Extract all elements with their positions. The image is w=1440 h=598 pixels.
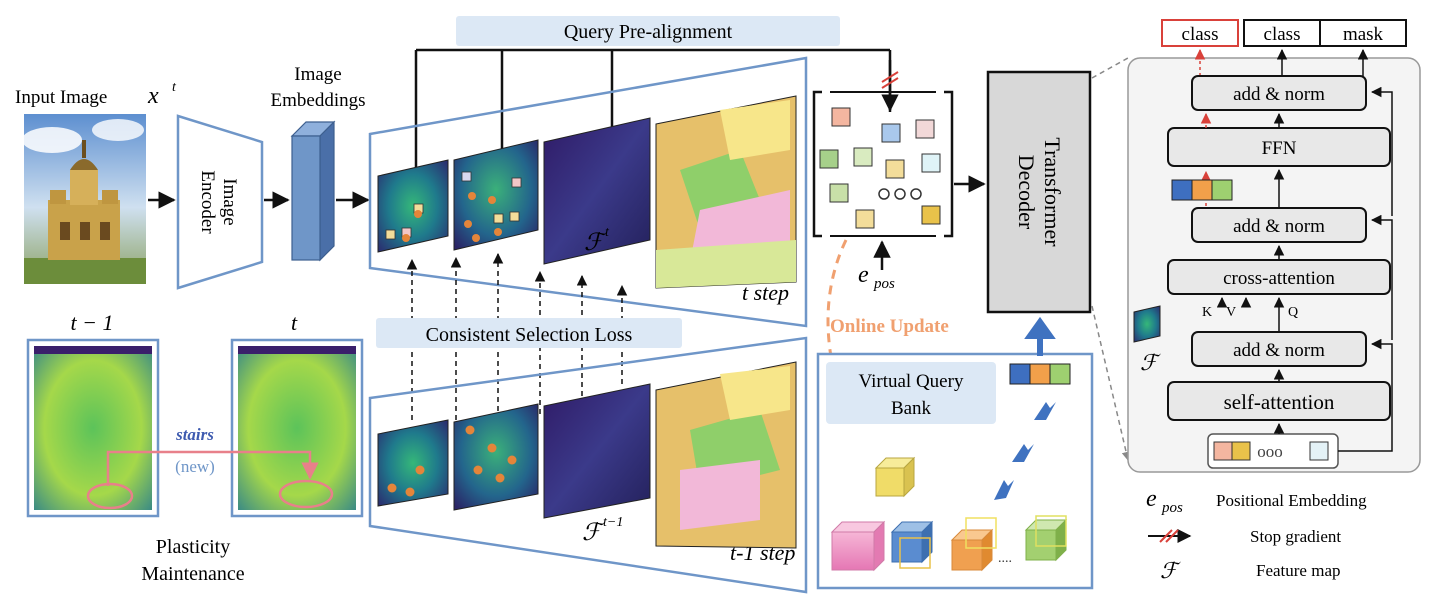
t1-step-frame <box>368 336 808 594</box>
stop-gradient-mark <box>881 71 899 89</box>
zoom-line-top <box>1091 57 1129 79</box>
query-set <box>812 90 954 238</box>
epos-sub: pos <box>873 276 895 292</box>
output-mask: mask <box>1343 24 1384 45</box>
plasticity-left-label: t − 1 <box>71 310 114 335</box>
plasticity-map-left <box>26 338 160 518</box>
plasticity-map-right <box>230 338 364 518</box>
image-encoder-line1: Image <box>219 178 240 225</box>
feature-t-math: ℱ <box>584 230 607 256</box>
prealignment-connectors <box>414 48 892 168</box>
query-label: Q <box>1288 305 1298 320</box>
zoom-line-bottom <box>1091 305 1131 461</box>
stairs-label: stairs <box>175 425 214 444</box>
output-class-2: class <box>1264 24 1301 45</box>
image-embeddings-line1: Image <box>294 64 341 85</box>
query-prealignment-label: Query Pre-alignment <box>564 21 733 43</box>
legend-epos-sub: pos <box>1161 500 1183 516</box>
feature-maps-t1 <box>377 361 797 549</box>
output-class-red <box>1161 19 1239 47</box>
transformer-decoder-line2: Decoder <box>1014 155 1039 230</box>
svg-text:....: .... <box>998 551 1012 566</box>
legend-epos-symbol: e <box>1146 486 1157 512</box>
decoder-pos-embed-triplet <box>1171 179 1233 201</box>
plasticity-right-label: t <box>291 310 298 335</box>
virtual-query-bank-line2: Bank <box>891 398 932 419</box>
transformer-decoder-line1: Transformer <box>1040 137 1065 247</box>
t-step-frame <box>368 56 808 328</box>
image-embeddings-line2: Embeddings <box>271 90 366 111</box>
feature-t1-sup: t−1 <box>603 515 623 530</box>
embedding-cuboid <box>290 120 336 262</box>
virtual-query-bank-banner <box>826 362 996 424</box>
input-image-sup: t <box>172 80 177 95</box>
output-mask-box <box>1319 19 1407 47</box>
bank-query-triplet <box>1009 363 1071 385</box>
consistent-loss-label: Consistent Selection Loss <box>426 324 633 346</box>
online-update-label: Online Update <box>830 316 949 337</box>
block-cross-attention-label: cross-attention <box>1223 268 1335 289</box>
stairs-link <box>106 450 319 486</box>
decoder-internal-arrows <box>1200 86 1393 452</box>
input-image-label: Input Image <box>15 87 107 108</box>
decoder-feature-label: ℱ <box>1140 350 1161 375</box>
new-label: (new) <box>175 457 215 476</box>
block-add-norm-top <box>1191 75 1367 111</box>
block-add-norm-top-label: add & norm <box>1233 84 1325 105</box>
virtual-query-bank-line1: Virtual Query <box>859 371 964 392</box>
epos-symbol: e <box>858 262 869 288</box>
feature-t1-math: ℱ <box>582 520 605 546</box>
block-ffn-label: FFN <box>1262 138 1297 159</box>
input-photo <box>22 114 146 284</box>
decoder-feature-thumb <box>1133 305 1161 343</box>
legend-feature-text: Feature map <box>1256 561 1341 580</box>
consistent-loss-banner <box>376 318 682 348</box>
bank-cubes: .... <box>830 456 1068 572</box>
block-add-norm-mid-label: add & norm <box>1233 216 1325 237</box>
block-self-attention-label: self-attention <box>1224 390 1335 414</box>
output-class-1: class <box>1182 24 1219 45</box>
update-up-arrow <box>1024 316 1056 356</box>
feature-t1-markers <box>387 425 517 497</box>
feature-maps-t <box>377 95 797 289</box>
transformer-decoder-block <box>986 70 1092 314</box>
value-label: V <box>1226 305 1236 320</box>
image-encoder-block <box>176 114 264 290</box>
feature-t-sup: t <box>605 225 610 240</box>
legend-feature-symbol: ℱ <box>1160 558 1181 583</box>
query-dots: ooo <box>1257 442 1283 461</box>
legend-epos-text: Positional Embedding <box>1216 491 1367 510</box>
input-image-math: x <box>147 83 159 109</box>
bank-update-arrows <box>994 402 1056 500</box>
legend-stop-gradient-icon <box>1148 529 1192 543</box>
key-label: K <box>1202 305 1212 320</box>
legend-stop-text: Stop gradient <box>1250 527 1341 546</box>
block-add-norm-low-label: add & norm <box>1233 340 1325 361</box>
plasticity-caption-1: Plasticity <box>156 536 230 558</box>
feature-t-markers <box>385 171 522 242</box>
plasticity-caption-2: Maintenance <box>141 563 244 585</box>
image-encoder-line2: Encoder <box>197 170 218 234</box>
query-prealignment-banner <box>456 16 840 46</box>
